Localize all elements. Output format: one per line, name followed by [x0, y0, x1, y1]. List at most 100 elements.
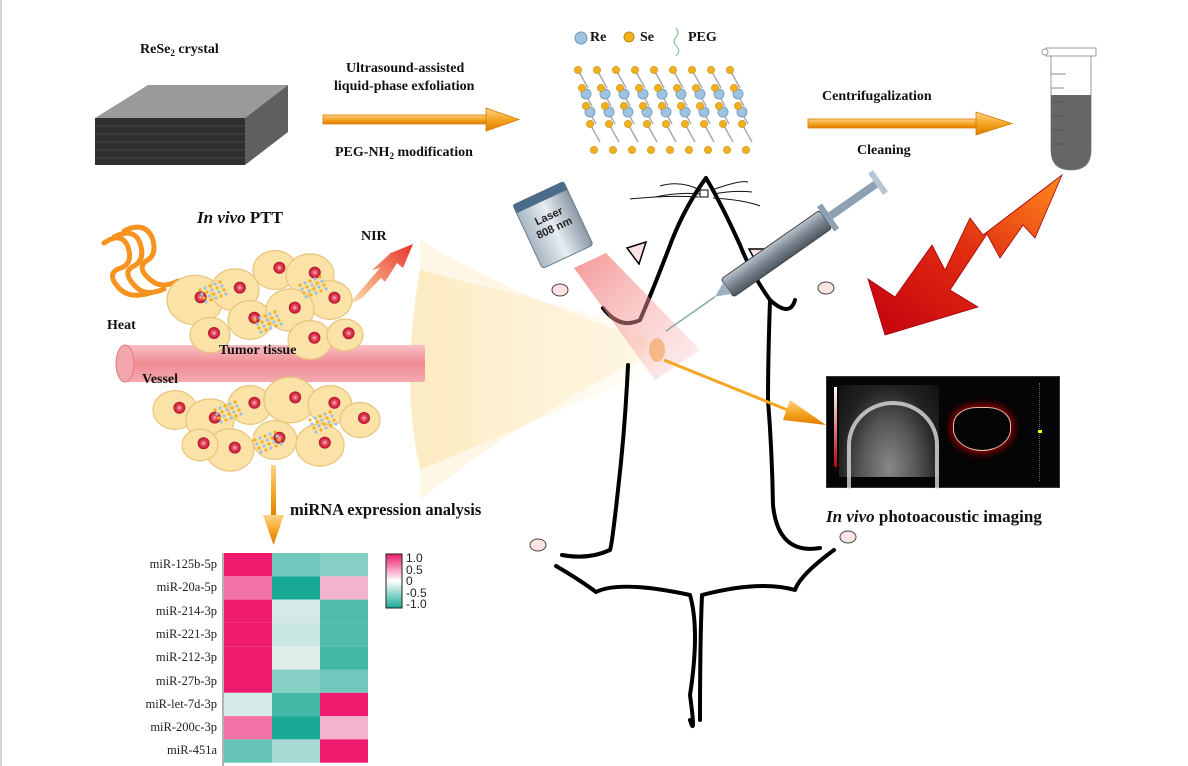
heatmap-row-label: miR-214-3p	[155, 603, 217, 618]
centrifuge-tube-icon	[1041, 47, 1097, 171]
heatmap-cell	[224, 669, 272, 693]
heatmap-cell	[224, 716, 272, 740]
laser-beam	[574, 253, 700, 380]
heatmap-cell	[320, 692, 368, 717]
exfoliation-label-2: liquid-phase exfoliation	[334, 79, 475, 94]
nir-label: NIR	[361, 229, 387, 244]
mirna-heatmap	[222, 553, 368, 766]
rese2-crystal-label: ReSe2 crystal	[140, 42, 219, 58]
process-arrow-exfoliation	[322, 107, 521, 132]
cell-nucleus	[328, 291, 341, 304]
syringe-icon	[665, 170, 888, 332]
cell-nucleus	[318, 436, 331, 449]
heatmap-row-label: miR-451a	[167, 743, 217, 758]
heatmap-cell	[272, 646, 320, 670]
heatmap-row-label: miR-221-3p	[155, 626, 217, 641]
heatmap-row-label: miR-let-7d-3p	[145, 696, 217, 711]
cell-nucleus	[273, 261, 286, 274]
heat-waves-icon	[101, 224, 181, 298]
legend-se-label: Se	[640, 30, 654, 45]
centrifugalization-label: Centrifugalization	[822, 89, 932, 104]
se-atom-icon	[623, 31, 635, 43]
photoacoustic-imaging-label: In vivo photoacoustic imaging	[826, 507, 1042, 526]
tumor-tissue-label: Tumor tissue	[219, 343, 297, 358]
mouse-ear-left	[625, 240, 648, 266]
cell-nucleus	[228, 441, 241, 454]
heatmap-cell	[272, 669, 320, 693]
heatmap-cell	[320, 599, 368, 623]
heatmap-cell	[224, 553, 272, 577]
heatmap-cell	[224, 622, 272, 647]
heatmap-cell	[320, 622, 368, 647]
heatmap-cell	[272, 576, 320, 600]
cell-nucleus	[248, 396, 261, 409]
mouse-paws	[529, 281, 857, 552]
exfoliation-label-1: Ultrasound-assisted	[346, 61, 465, 76]
cell-nucleus	[233, 281, 246, 294]
heatmap-cell	[320, 646, 368, 670]
re-atom-icon	[574, 31, 588, 45]
heatmap-cell	[272, 599, 320, 623]
photoacoustic-image	[826, 376, 1060, 489]
rese2-nanosheet-icon	[574, 66, 753, 154]
legend-re-label: Re	[590, 30, 607, 45]
cell-nucleus	[328, 396, 341, 409]
heatmap-cell	[272, 739, 320, 763]
heatmap-cell	[272, 692, 320, 717]
pa-colorscale	[834, 387, 837, 467]
heatmap-cell	[320, 716, 368, 740]
colorbar-tick-label: -0.5	[406, 585, 427, 600]
heatmap-cell	[224, 599, 272, 623]
mirna-analysis-label: miRNA expression analysis	[290, 500, 482, 519]
cleaning-label: Cleaning	[857, 143, 911, 158]
heatmap-cell	[224, 576, 272, 600]
cell-nucleus	[197, 437, 210, 450]
ultrasound-view	[839, 385, 939, 489]
laser-808nm-icon	[512, 181, 593, 269]
in-vivo-ptt-title: In vivo PTT	[197, 208, 283, 227]
heatmap-cell	[224, 739, 272, 763]
heatmap-cell	[272, 553, 320, 577]
cell-nucleus	[194, 291, 207, 304]
pa-marker	[1038, 430, 1042, 433]
heatmap-cell	[224, 646, 272, 670]
heatmap-row-label: miR-27b-3p	[155, 673, 217, 688]
process-arrow-centrifugation	[807, 111, 1014, 136]
peg-chain-icon	[673, 27, 680, 57]
colorbar-tick-label: 0.5	[406, 562, 423, 577]
cell-nucleus	[308, 266, 321, 279]
heatmap-row-label: miR-212-3p	[155, 650, 217, 665]
frame-edge	[0, 0, 2, 766]
colorbar-tick-label: -1.0	[406, 597, 427, 611]
mouse-whiskers	[629, 181, 761, 207]
rese2-crystal-icon	[95, 85, 288, 165]
imaging-arrow	[663, 358, 826, 425]
mouse-teeth	[699, 189, 709, 198]
vessel-label: Vessel	[142, 372, 179, 387]
cell-nucleus	[342, 327, 355, 340]
heatmap-row-label: miR-20a-5p	[156, 580, 217, 595]
cell-nucleus	[208, 327, 220, 339]
heatmap-cell	[224, 692, 272, 717]
cell-nucleus	[173, 401, 186, 414]
legend-peg-label: PEG	[688, 30, 717, 45]
heatmap-cell	[320, 739, 368, 763]
cell-nucleus	[288, 301, 301, 314]
colorbar-tick-label: 1.0	[406, 551, 423, 565]
colorbar-tick-label: 0	[406, 574, 413, 588]
beam-glow	[420, 240, 650, 500]
peg-modification-label: PEG-NH2 modification	[335, 145, 473, 161]
heatmap-cell	[320, 553, 368, 577]
tumor-site	[649, 338, 665, 362]
tumor-tissue	[152, 250, 381, 472]
heatmap-row-label: miR-200c-3p	[150, 720, 217, 735]
heatmap-cell	[272, 716, 320, 740]
heatmap-cell	[320, 576, 368, 600]
heatmap-colorbar	[385, 553, 403, 609]
cell-nucleus	[289, 391, 302, 404]
magnification-beam	[410, 270, 655, 470]
blood-vessel	[115, 344, 425, 383]
injection-flow-arrow	[867, 173, 1063, 336]
cell-nucleus	[308, 331, 321, 344]
